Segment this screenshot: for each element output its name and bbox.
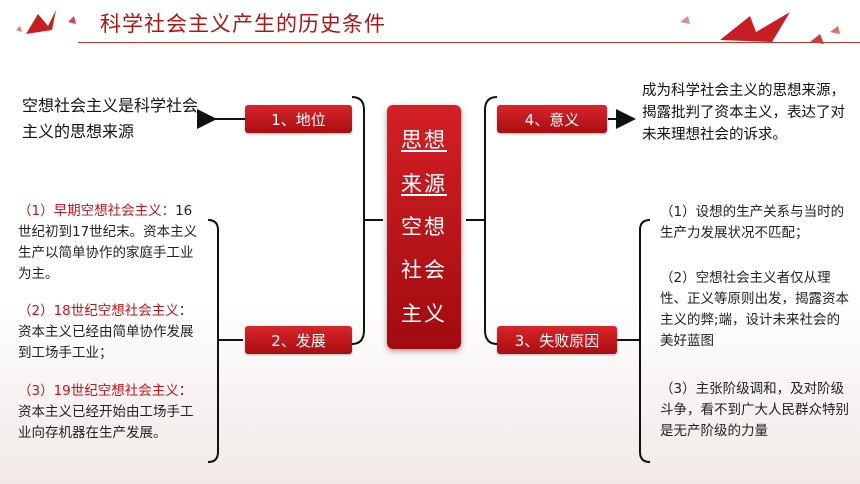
node-development[interactable]: 2、发展 [245, 326, 352, 354]
title-divider [78, 42, 860, 43]
reason-item-3: （3）主张阶级调和，及对阶级斗争，看不到广大人民群众特别是无产阶级的力量 [660, 381, 849, 439]
reason-item-1: （1）设想的生产关系与当时的生产力发展状况不匹配； [660, 204, 845, 241]
dev-item-2: （2）18世纪空想社会主义：资本主义已经由简单协作发展到工场手工业； [18, 301, 204, 364]
center-line-5: 主义 [401, 301, 447, 326]
significance-text: 成为科学社会主义的思想来源，揭露批判了资本主义，表达了对未来理想社会的诉求。 [642, 83, 845, 143]
dev-item-3-heading: （3）19世纪空想社会主义 [18, 383, 179, 399]
dev-item-3-body: ：资本主义已经开始由工场手工业向存机器在生产发展。 [18, 383, 194, 441]
doves-decoration-left [16, 10, 76, 34]
reason-item-2: （2）空想社会主义者仅从理性、正义等原则出发，揭露资本主义的弊;端，设计未来社会… [660, 270, 849, 349]
dev-item-2-heading: （2）18世纪空想社会主义 [18, 303, 179, 319]
dev-item-1: （1）早期空想社会主义：16世纪初到17世纪末。资本主义生产以简单协作的家庭手工… [18, 201, 204, 285]
doves-decoration-right [680, 12, 840, 44]
node-failure-reasons[interactable]: 3、失败原因 [497, 326, 617, 354]
center-line-4: 社会 [401, 258, 447, 283]
node-significance[interactable]: 4、意义 [497, 105, 607, 133]
dev-item-1-heading: （1）早期空想社会主义： [18, 203, 176, 219]
center-line-3: 空想 [401, 214, 447, 239]
center-line-1: 思想 [401, 128, 447, 153]
dev-item-2-body: ：资本主义已经由简单协作发展到工场手工业； [18, 303, 194, 361]
node-status[interactable]: 1、地位 [245, 105, 352, 133]
dev-item-1-body: 16世纪初到17世纪末。资本主义生产以简单协作的家庭手工业为主。 [18, 203, 198, 282]
page-title: 科学社会主义产生的历史条件 [100, 12, 386, 36]
center-line-2: 来源 [401, 171, 447, 196]
status-text: 空想社会主义是科学社会主义的思想来源 [22, 96, 199, 141]
dev-item-3: （3）19世纪空想社会主义：资本主义已经开始由工场手工业向存机器在生产发展。 [18, 381, 204, 444]
center-topic-box: 思想 来源 空想 社会 主义 [387, 105, 461, 349]
